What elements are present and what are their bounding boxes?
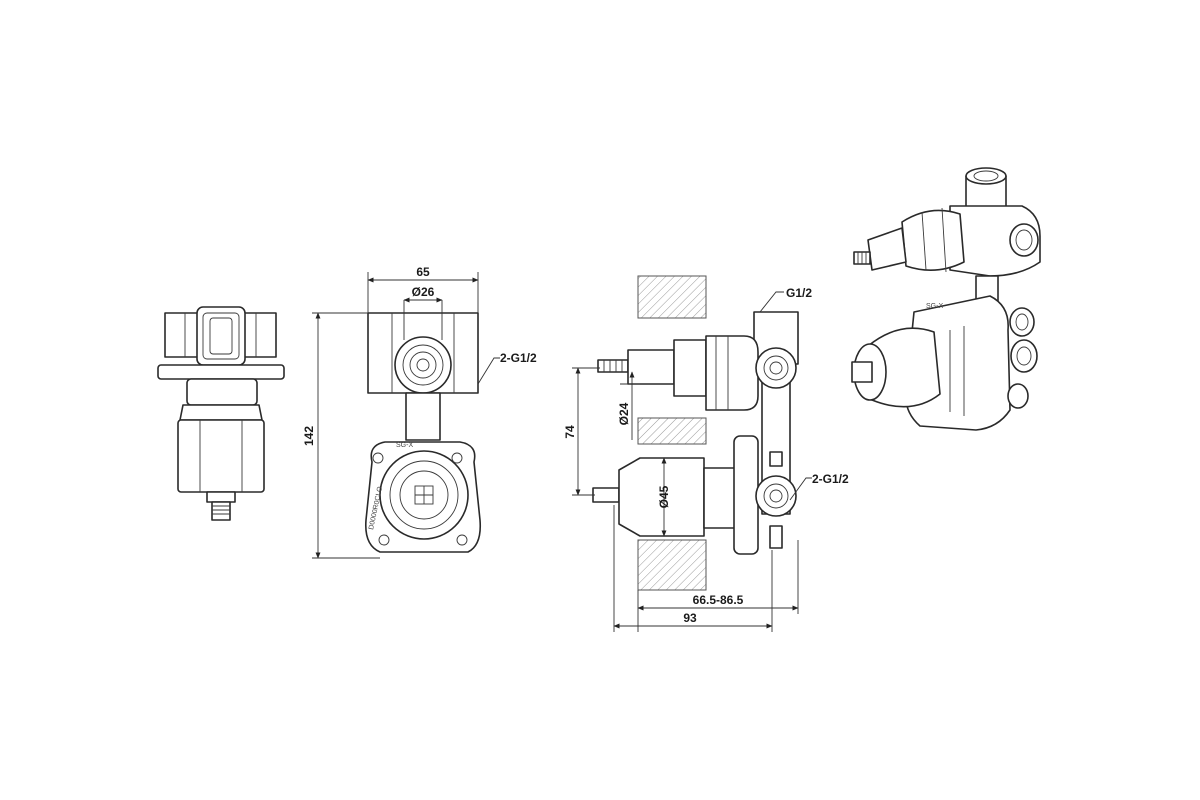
iso-lower-port-top — [1009, 307, 1035, 337]
front-screw-br — [456, 534, 468, 546]
dim-total-depth-label: 93 — [683, 611, 697, 625]
spindle-tip — [211, 501, 231, 521]
lower-body — [703, 467, 737, 529]
dim-bore-label: Ø26 — [412, 285, 435, 299]
body-marking-1: SG-X — [396, 442, 413, 449]
dim-height-label: 142 — [302, 426, 316, 446]
valve-body — [177, 419, 265, 493]
dim-width-label: 65 — [416, 265, 430, 279]
lower-spindle — [592, 487, 620, 503]
iso-lower-port-bottom — [1007, 383, 1029, 409]
iso-upper-port — [1009, 223, 1039, 257]
front-screw-bl — [378, 534, 390, 546]
top-outlet — [196, 306, 246, 366]
mounting-plate — [733, 435, 759, 555]
front-connector — [405, 392, 441, 441]
lower-clip-top — [769, 451, 783, 467]
upper-spindle — [597, 359, 629, 373]
outlet-callout: G1/2 — [786, 286, 812, 300]
wall-section-top — [637, 275, 707, 319]
dim-spindle-dia-label: Ø24 — [617, 402, 631, 425]
front-port-callout: 2-G1/2 — [500, 351, 537, 365]
isometric-view: SG-X — [851, 167, 1041, 431]
left-side-view — [157, 306, 285, 521]
valve-neck — [186, 378, 258, 406]
upper-bonnet — [673, 339, 707, 397]
side-section-view: G1/2 2-G1/2 Ø24 Ø45 74 66.5-86.5 93 — [563, 275, 849, 632]
iso-upper-stem — [867, 227, 907, 271]
iso-lower-spindle — [851, 361, 873, 383]
wall-section-bottom — [637, 539, 707, 591]
front-screw-tl — [372, 452, 384, 464]
front-screw-tr — [451, 452, 463, 464]
iso-upper-bonnet — [901, 209, 965, 271]
iso-lower-port-side — [1010, 339, 1038, 373]
lower-clip-bottom — [769, 525, 783, 549]
dim-vertical-label: 74 — [563, 425, 577, 439]
upper-port-ring — [755, 347, 797, 389]
spindle-base — [206, 491, 236, 503]
lower-port-ring — [755, 475, 797, 517]
iso-body-marking: SG-X — [926, 303, 943, 310]
upper-stem — [627, 349, 675, 385]
upper-body — [705, 335, 759, 411]
dim-depth-range-label: 66.5-86.5 — [693, 593, 744, 607]
front-view: SG-X D0000R0CLO 65 Ø26 142 2-G1/2 — [302, 265, 537, 559]
dim-body-dia-label: Ø45 — [657, 485, 671, 508]
mounting-flange — [157, 364, 285, 380]
wall-section-mid — [637, 417, 707, 445]
iso-lower-cartridge — [867, 327, 941, 408]
side-port-callout: 2-G1/2 — [812, 472, 849, 486]
